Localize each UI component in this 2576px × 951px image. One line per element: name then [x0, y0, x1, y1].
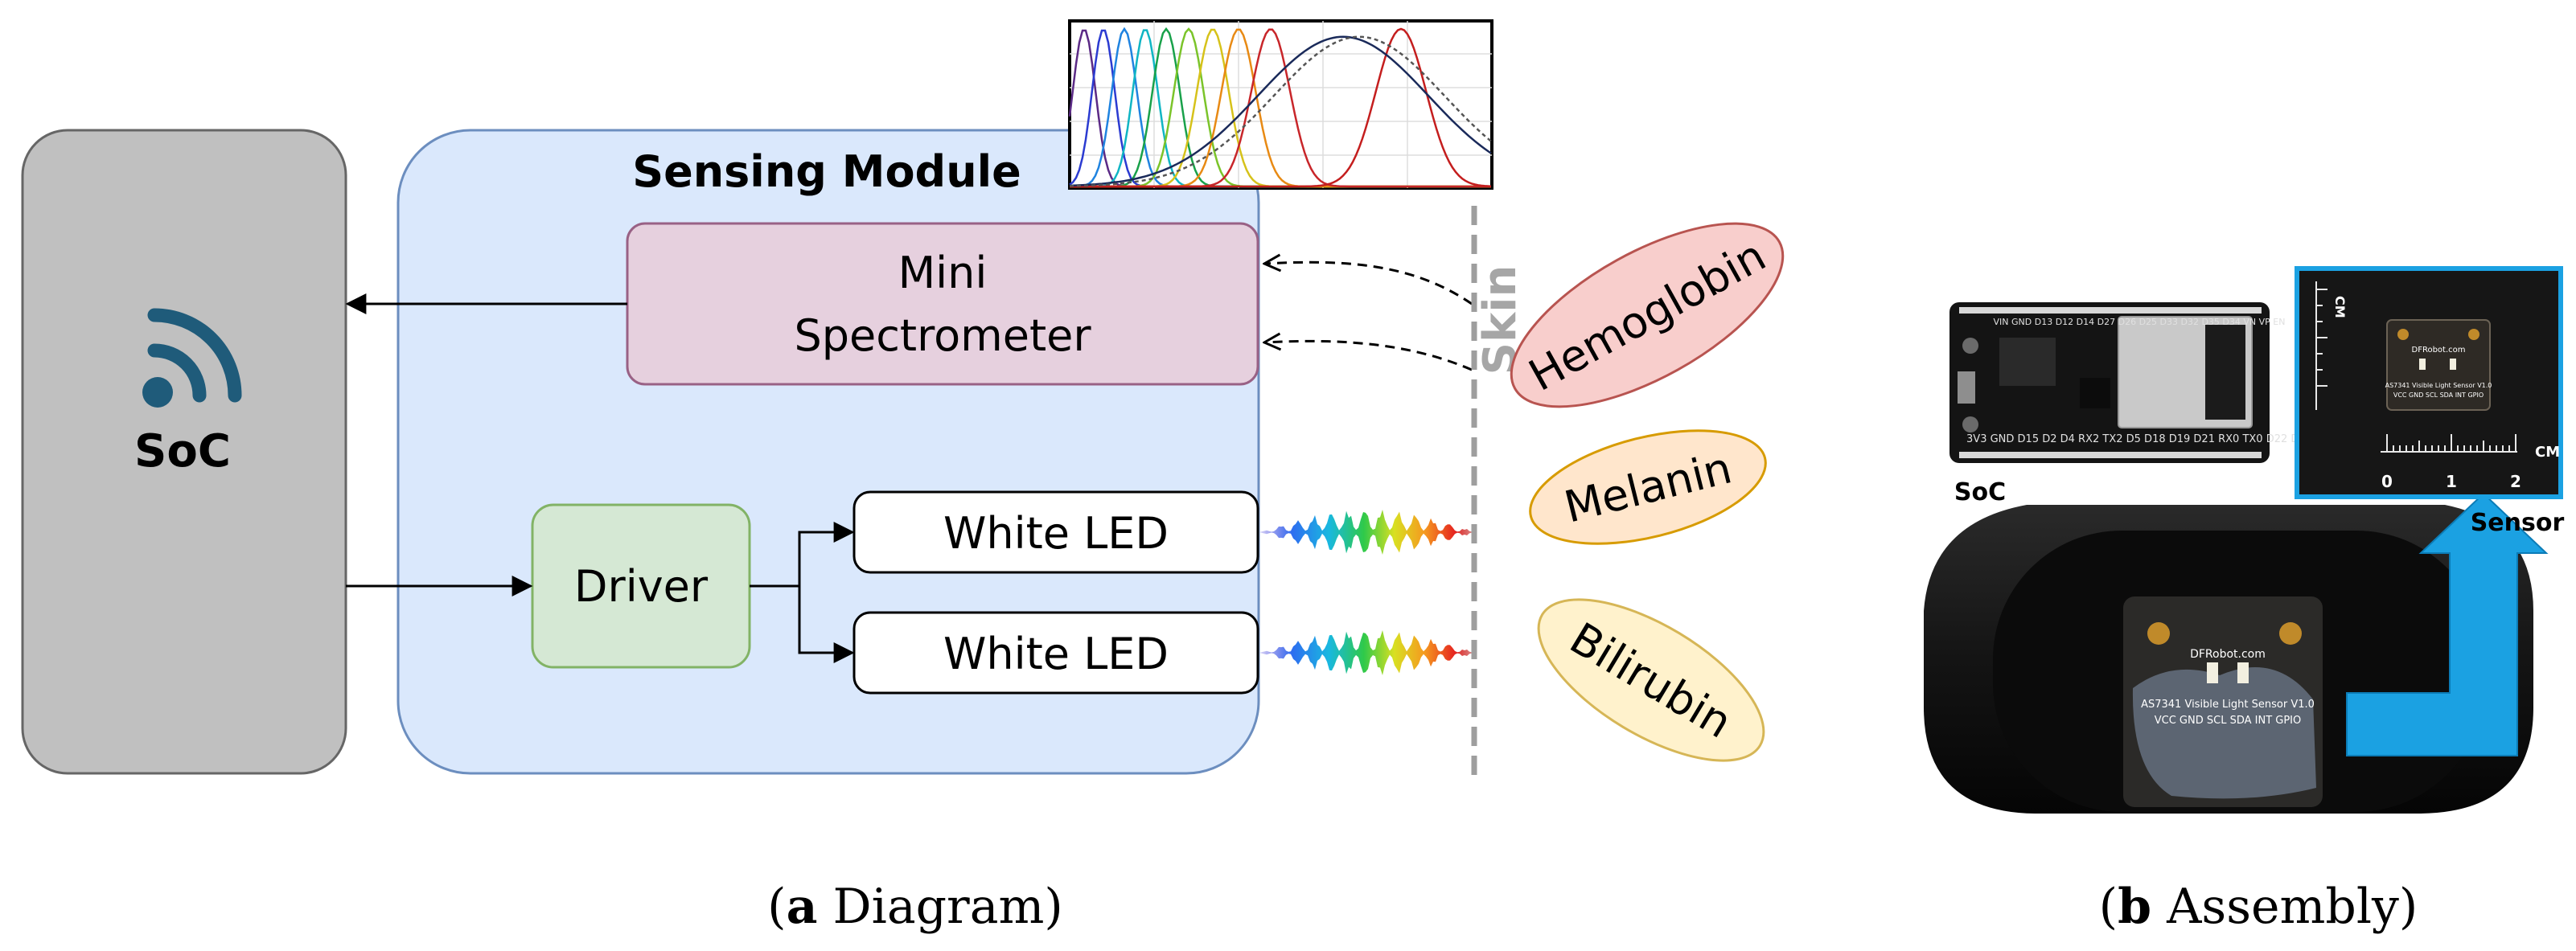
reflected-light-arrow-1 — [1264, 262, 1473, 305]
scale-tick-label-0: 0 — [2381, 472, 2393, 491]
scale-unit-label-horizontal: CM — [2535, 444, 2560, 461]
melanin-ellipse: Melanin — [1529, 429, 1767, 545]
bilirubin-ellipse: Bilirubin — [1537, 598, 1765, 762]
spectral-response-chart — [1068, 19, 1493, 190]
white-led-1-label: White LED — [943, 508, 1169, 559]
white-led-2-label: White LED — [943, 629, 1169, 679]
soc-block — [21, 129, 347, 775]
driver-to-led-2-arrow — [798, 586, 855, 663]
spectral-broadband-curve — [1069, 35, 1492, 187]
scale-tick-label-2: 2 — [2510, 472, 2521, 491]
reflected-light-arrow-2 — [1264, 341, 1473, 371]
spectral-broadband-curve-dashed — [1069, 35, 1492, 187]
assembly-sensor-label: Sensor — [2471, 509, 2565, 537]
caption-a-letter: a — [787, 879, 818, 935]
svg-text:3V3 GND D15 D2 D4 RX2 TX2 D5 D: 3V3 GND D15 D2 D4 RX2 TX2 D5 D18 D19 D21… — [1966, 433, 2312, 445]
spectral-channel-curve-10 — [1070, 27, 1492, 188]
wifi-icon — [142, 308, 242, 408]
light-emission-wave-2 — [1259, 629, 1477, 677]
scale-tick-label-1: 1 — [2446, 472, 2457, 491]
caption-a-text: Diagram — [817, 879, 1044, 935]
light-emission-wave-1 — [1259, 508, 1477, 556]
enclosure-board-text: AS7341 Visible Light Sensor V1.0 — [2141, 699, 2315, 711]
driver-to-led-1-arrow — [798, 522, 855, 586]
sensing-module-title: Sensing Module — [632, 146, 1021, 197]
soc-board-photo: 3V3 GND D15 D2 D4 RX2 TX2 D5 D18 D19 D21… — [1949, 302, 2312, 463]
mini-spectrometer-label-line1: Mini — [898, 248, 988, 298]
sensor-callout-arrow — [2346, 492, 2549, 756]
hemoglobin-ellipse: Hemoglobin — [1510, 222, 1785, 408]
caption-b: (b Assembly) — [2099, 879, 2418, 935]
scale-unit-label-vertical: CM — [2332, 296, 2348, 318]
enclosure-board-pins: VCC GND SCL SDA INT GPIO — [2155, 715, 2302, 727]
driver-label: Driver — [574, 561, 709, 612]
sensor-inset-photo: CM CM 0 1 2 DFRobot.com AS7341 Visible L… — [2295, 266, 2563, 499]
inset-board-text: AS7341 Visible Light Sensor V1.0 — [2385, 382, 2492, 389]
assembly-soc-label: SoC — [1954, 478, 2006, 506]
enclosure-board-brand: DFRobot.com — [2190, 648, 2266, 661]
mini-spectrometer-label-line2: Spectrometer — [794, 310, 1091, 361]
caption-b-letter: b — [2118, 879, 2151, 935]
caption-b-text: Assembly — [2151, 879, 2399, 935]
caption-a: (a Diagram) — [767, 879, 1063, 935]
svg-text:VIN GND D13 D12 D14 D27 D26 D2: VIN GND D13 D12 D14 D27 D26 D25 D33 D32 … — [1994, 317, 2286, 327]
inset-board-pins: VCC GND SCL SDA INT GPIO — [2393, 391, 2484, 399]
soc-label: SoC — [134, 425, 231, 478]
inset-board-brand: DFRobot.com — [2412, 346, 2466, 355]
